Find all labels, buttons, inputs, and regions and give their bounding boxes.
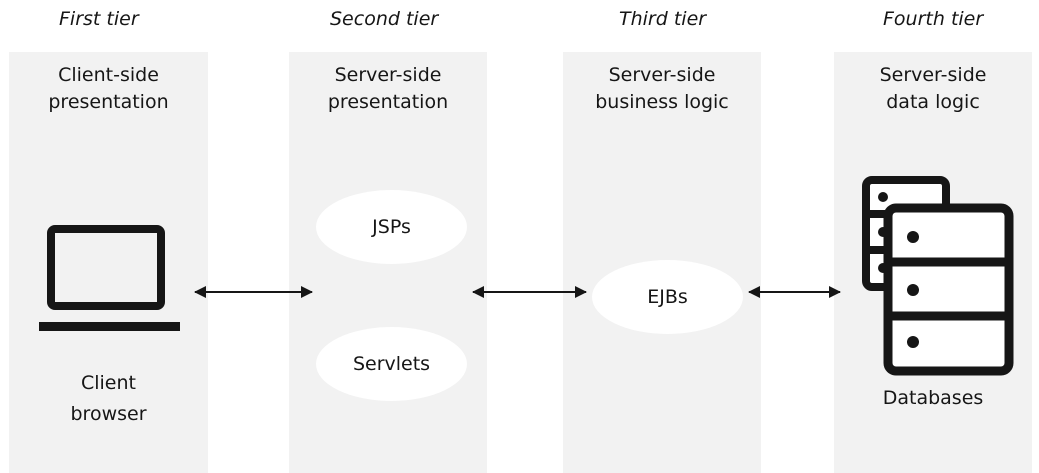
caption-client-browser: Client browser	[70, 372, 147, 425]
component-servlets: Servlets	[316, 327, 467, 401]
tier-panel-first	[9, 52, 208, 473]
tier-title-fourth: Server-side data logic	[879, 64, 987, 113]
component-jsps: JSPs	[316, 190, 467, 264]
tier-title-second: Server-side presentation	[327, 64, 449, 113]
database-servers-icon	[862, 176, 1014, 376]
laptop-icon	[39, 225, 180, 331]
tier-label-fourth: Fourth tier	[883, 8, 984, 30]
tier-title-third: Server-side business logic	[595, 64, 729, 113]
tier-label-first: First tier	[59, 8, 139, 30]
caption-databases: Databases	[882, 387, 984, 409]
tier-label-third: Third tier	[619, 8, 707, 30]
component-ejbs: EJBs	[592, 260, 743, 334]
tier-title-first: Client-side presentation	[48, 64, 169, 113]
tier-label-second: Second tier	[330, 8, 439, 30]
